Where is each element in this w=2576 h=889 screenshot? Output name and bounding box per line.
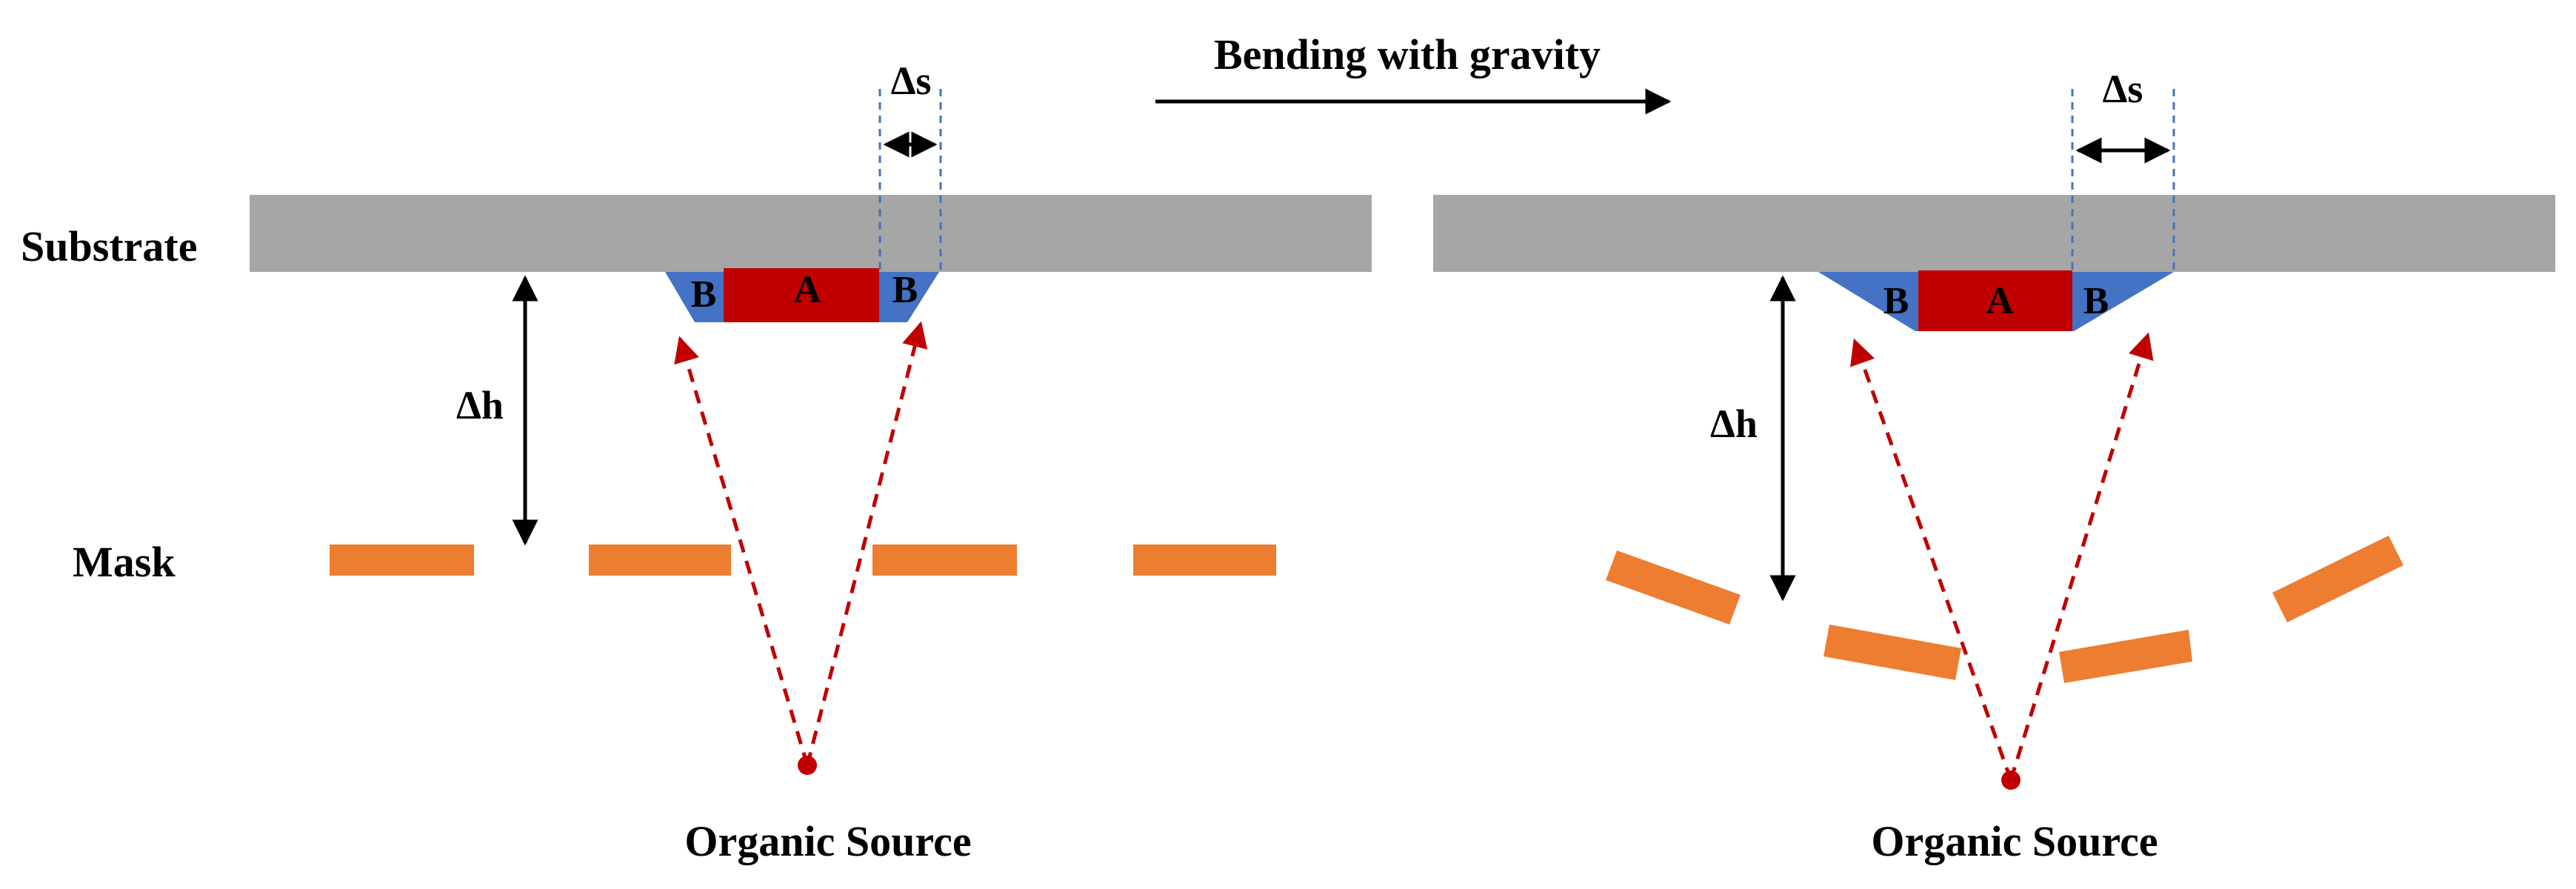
region-b-left-right — [879, 272, 939, 322]
vapor-ray — [2009, 332, 2154, 781]
mask-segment — [1133, 545, 1276, 576]
substrate-label: Substrate — [21, 222, 197, 270]
substrate-left — [250, 195, 1372, 272]
region-b-left-left — [665, 272, 724, 322]
mask-label: Mask — [73, 538, 176, 586]
delta-s-label: Δs — [891, 59, 932, 103]
transition-arrow: Bending with gravity — [1155, 30, 1672, 115]
region-a-label: A — [1986, 280, 2014, 322]
organic-source-label: Organic Source — [684, 817, 971, 865]
left-panel: Substrate B A B Δs Δh Mask Organic Sourc… — [21, 59, 1372, 865]
mask-segment — [589, 545, 731, 576]
delta-h-label: Δh — [1710, 402, 1758, 446]
region-b-right-right — [2072, 272, 2174, 331]
mask-segment — [1606, 550, 1741, 625]
transition-label: Bending with gravity — [1214, 30, 1601, 79]
substrate-right — [1433, 195, 2555, 272]
mask-segment — [330, 545, 474, 576]
mask-segment — [872, 545, 1017, 576]
mask-segment — [2272, 536, 2403, 622]
mask-segment — [2059, 630, 2192, 683]
region-b-label: B — [691, 273, 717, 316]
region-a-label: A — [793, 269, 821, 311]
right-panel: B A B Δs Δh Organic Source — [1433, 67, 2555, 865]
region-b-right-left — [1818, 272, 1918, 331]
region-a-left — [724, 268, 879, 322]
mask-segment — [1823, 625, 1961, 680]
delta-s-label: Δs — [2103, 67, 2143, 111]
region-a-right — [1918, 270, 2072, 331]
vapor-ray — [805, 321, 928, 766]
vapor-ray — [1850, 338, 2013, 781]
delta-h-label: Δh — [456, 383, 504, 427]
vapor-ray — [674, 336, 810, 766]
region-b-label: B — [892, 269, 918, 311]
region-b-label: B — [1883, 280, 1909, 322]
region-b-label: B — [2083, 280, 2109, 322]
organic-source-label: Organic Source — [1871, 817, 2158, 865]
